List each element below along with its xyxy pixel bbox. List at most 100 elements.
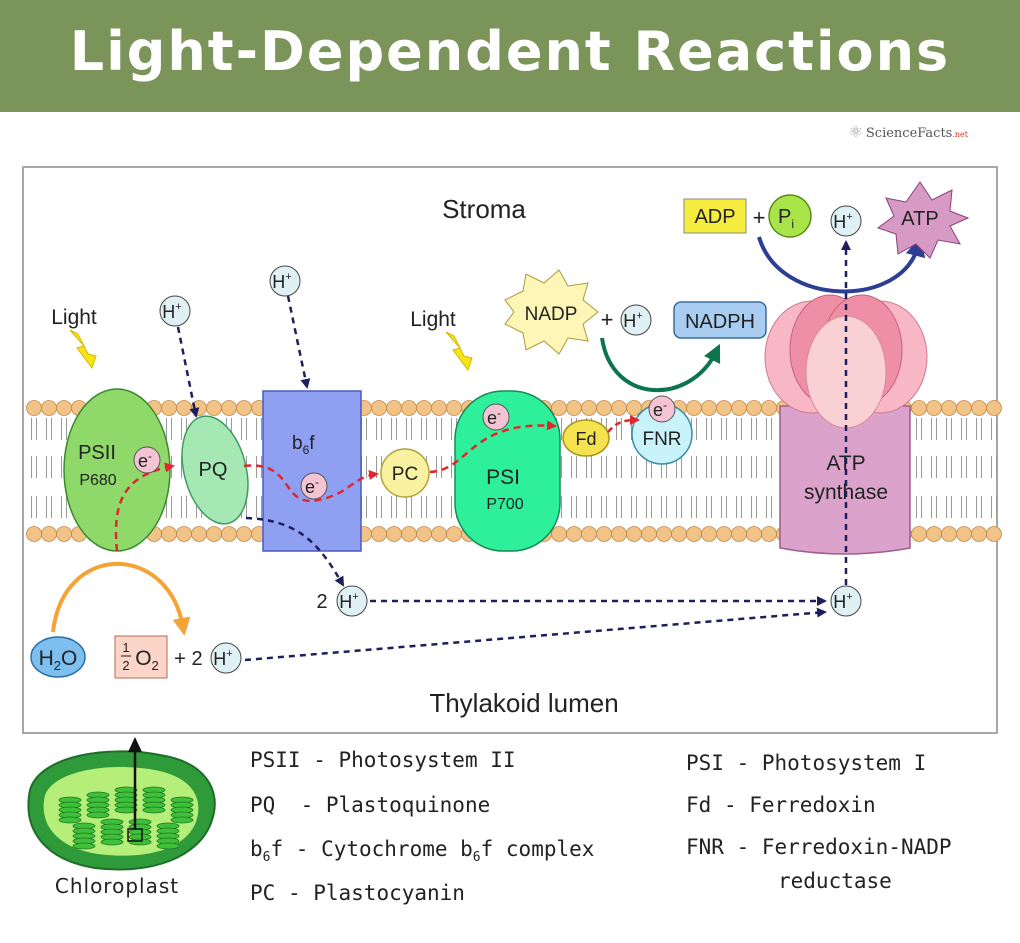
lipid-head [671,526,687,542]
lipid-head [746,526,762,542]
electron-path-psii-pq [114,462,175,552]
lipid-head [596,526,612,542]
lipid-head [686,526,702,542]
electron-path-fd-fnr [607,415,640,433]
atp-formation-arrow [757,236,926,294]
phosphate-molecule: Pi [768,194,812,238]
proton-path-pq-uptake [176,326,200,418]
lightning-bolt-icon [69,329,97,370]
lipid-head [626,400,642,416]
lipid-head [926,400,942,416]
legend-item-fd: Fd - Ferredoxin [686,793,876,817]
thylakoid-disc [114,806,138,814]
psi-label: PSI [486,466,520,489]
svg-text:e-: e- [138,449,152,471]
psi-complex [454,390,561,552]
zoom-arrow-head [128,737,142,752]
lipid-head [656,526,672,542]
lipid-head [416,400,432,416]
lipid-head [401,526,417,542]
lipid-head [941,526,957,542]
lipid-head [416,526,432,542]
svg-text:NADPH: NADPH [685,311,755,333]
lipid-head [581,400,597,416]
thylakoid-disc [142,806,166,814]
pc-carrier [380,448,430,498]
nadp-molecule: NADP [504,269,599,355]
svg-text:2: 2 [191,648,202,670]
thylakoid-disc [58,816,82,824]
lipid-head [221,400,237,416]
fnr-label: FNR [642,429,681,450]
lipid-head [41,526,57,542]
electron-psii: e- [133,446,161,474]
proton-pq: H+ [159,295,191,327]
legend-item-psi: PSI - Photosystem I [686,751,927,775]
plus-sign: + [753,205,766,230]
lipid-head [446,526,462,542]
proton-lumen-water: + 2 H+ [174,642,242,674]
lipid-head [236,526,252,542]
lipid-head [596,400,612,416]
lightning-bolt-icon [445,331,473,372]
svg-text:Pi: Pi [778,206,794,231]
lipid-head [56,526,72,542]
svg-text:O2: O2 [135,647,159,673]
svg-text:H+: H+ [623,310,642,331]
chloroplast-label: Chloroplast [55,874,179,898]
svg-text:2: 2 [316,591,327,613]
lipid-head [206,400,222,416]
lipid-head [611,400,627,416]
fd-label: Fd [575,429,596,449]
pq-carrier [181,415,249,525]
pc-label: PC [392,464,418,485]
legend-item-psii: PSII - Photosystem II [250,748,516,772]
proton-b6f: H+ [269,265,301,297]
lipid-head [206,526,222,542]
legend-item-fnr-cont: reductase [778,869,892,893]
lumen-label: Thylakoid lumen [429,688,618,718]
lipid-head [761,400,777,416]
atp-molecule: ATP [876,181,970,259]
svg-text:H+: H+ [833,211,852,232]
lipid-head [371,526,387,542]
svg-text:e-: e- [305,475,319,497]
lipid-head [611,526,627,542]
water-splitting-arrow [51,561,191,636]
chloroplast-illustration [27,737,216,871]
p700-label: P700 [486,496,523,513]
lipid-head [626,526,642,542]
thylakoid-disc [86,811,110,819]
lipid-head [641,526,657,542]
light-label-psi: Light [410,308,456,331]
lipid-head [941,400,957,416]
atom-icon: ⚛ [848,122,863,141]
svg-text:e-: e- [653,398,667,420]
psii-label: PSII [78,442,116,464]
svg-text:ADP: ADP [694,206,735,228]
svg-text:1: 1 [122,640,129,655]
lipid-head [221,526,237,542]
svg-text:NADP: NADP [525,304,578,325]
lipid-head [986,400,1002,416]
thylakoid-disc [170,816,194,824]
lipid-head [386,526,402,542]
legend-item-pc: PC - Plastocyanin [250,881,465,905]
proton-path-b6f-uptake [286,295,311,389]
svg-text:2: 2 [122,658,129,673]
lipid-head [386,400,402,416]
lipid-head [911,400,927,416]
proton-nadp: H+ [620,304,652,336]
lipid-head [566,400,582,416]
fd-carrier [562,419,610,457]
lipid-head [161,526,177,542]
legend-item-fnr: FNR - Ferredoxin-NADP [686,835,952,859]
svg-text:+: + [174,648,186,670]
b6f-complex [262,390,362,552]
title-banner: Light-Dependent Reactions [0,0,1020,112]
lipid-head [236,400,252,416]
lipid-head [371,400,387,416]
svg-text:ATP: ATP [901,208,938,230]
lipid-head [986,526,1002,542]
lipid-head [431,400,447,416]
